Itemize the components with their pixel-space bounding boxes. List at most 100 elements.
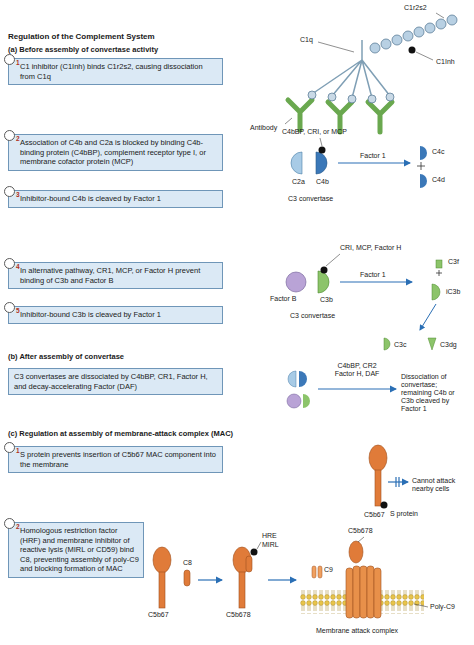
part-label: Membrane attack complex xyxy=(316,627,398,635)
c3-convertase-symbol xyxy=(303,394,310,408)
s-protein-dot xyxy=(381,502,388,509)
c5b67-symbol xyxy=(159,572,165,608)
part-label: C5b678 xyxy=(348,527,373,535)
step-text: Inhibitor-bound C3b is cleaved by Factor… xyxy=(9,307,222,323)
part-label: Factor 1 xyxy=(360,271,386,279)
part-label: C1r2s2 xyxy=(404,4,427,12)
c1r2s2-chain xyxy=(425,23,435,33)
callout-number: 1 xyxy=(4,442,15,453)
leader-line xyxy=(285,13,444,124)
c3-convertase-symbol xyxy=(287,371,310,408)
section-heading: (c) Regulation at assembly of membrane-a… xyxy=(8,429,233,438)
blocked-arrow xyxy=(398,477,399,487)
part-label: C5b67 xyxy=(148,611,169,619)
callout-number: 2 xyxy=(4,518,15,529)
callout-number: 4 xyxy=(4,258,15,269)
antibody-symbol xyxy=(328,102,352,132)
step-box: C1 inhibitor (C1Inh) binds C1r2s2, causi… xyxy=(8,58,223,85)
inhibitor-dot xyxy=(319,147,326,154)
part-label: C1q xyxy=(300,36,313,44)
part-label: C4d xyxy=(432,176,445,184)
c3-fragments xyxy=(428,338,436,350)
part-label: C2a xyxy=(292,178,305,186)
part-label: Dissociation of convertase; remaining C4… xyxy=(401,373,469,413)
callout-text: 1 xyxy=(5,55,20,70)
c1q-heads xyxy=(328,93,336,101)
step-text: C3 convertases are dissociated by C4bBP,… xyxy=(9,369,222,394)
c4-fragments xyxy=(420,146,427,160)
c5b67-symbol xyxy=(153,547,171,573)
c3-fragments xyxy=(436,260,442,268)
c1r2s2-chain xyxy=(403,31,413,41)
c9-symbol xyxy=(318,566,322,578)
step-text: C1 inhibitor (C1Inh) binds C1r2s2, causi… xyxy=(9,59,222,84)
c1r2s2-chain xyxy=(447,15,457,25)
c5b67-symbol xyxy=(375,470,381,506)
part-label: C5b67 xyxy=(364,511,385,519)
step-text: In alternative pathway, CR1, MCP, or Fac… xyxy=(9,263,222,288)
cleavage-arrow xyxy=(420,304,436,330)
callout-text: 2 xyxy=(5,131,20,146)
part-label: C8 xyxy=(183,559,192,567)
part-label: S protein xyxy=(390,510,418,518)
step-box: Inhibitor-bound C4b is cleaved by Factor… xyxy=(8,190,223,208)
antibody-symbol xyxy=(288,100,392,132)
callout-text: 2 xyxy=(5,519,20,534)
poly-c9-pore xyxy=(346,541,381,618)
poly-c9-pore xyxy=(346,568,353,618)
step-text: Association of C4b and C2a is blocked by… xyxy=(9,135,222,170)
c1q-symbol xyxy=(361,40,363,60)
step-text: S protein prevents insertion of C5b67 MA… xyxy=(9,447,222,472)
c1r2s2-chain xyxy=(436,19,446,29)
poly-c9-pore xyxy=(360,566,367,618)
cleavage-arrow xyxy=(338,162,410,163)
antibody-symbol xyxy=(288,100,312,130)
c1r2s2-chain xyxy=(381,39,391,49)
step-box: Inhibitor-bound C3b is cleaved by Factor… xyxy=(8,306,223,324)
inhibitor-dot xyxy=(321,267,328,274)
callout-number: 5 xyxy=(4,302,15,313)
c1inh-dot xyxy=(409,47,416,54)
c9-symbol xyxy=(312,566,316,578)
leader-line xyxy=(416,52,433,60)
blocked-arrow xyxy=(388,477,408,487)
c1q-heads xyxy=(308,91,394,103)
blocked-arrow xyxy=(395,477,396,487)
part-label: C3b xyxy=(320,296,333,304)
part-label: C3c xyxy=(394,341,406,349)
c4-fragments xyxy=(417,146,427,188)
part-label: Factor 1 xyxy=(360,152,386,160)
c3-convertase-symbol xyxy=(316,152,327,174)
step-box: C3 convertases are dissociated by C4bBP,… xyxy=(8,368,223,395)
part-label: C1Inh xyxy=(436,58,455,66)
c4-fragments xyxy=(417,162,425,170)
part-label: Cannot attack nearby cells xyxy=(412,477,470,493)
part-label: C4b xyxy=(316,178,329,186)
step-box: S protein prevents insertion of C5b67 MA… xyxy=(8,446,223,473)
section-heading: (b) After assembly of convertase xyxy=(8,352,124,361)
part-label: C9 xyxy=(324,566,333,574)
c3-fragments xyxy=(432,284,440,300)
callout-text: 3 xyxy=(5,187,20,202)
step-box: Homologous restriction factor (HRF) and … xyxy=(8,522,144,578)
section-heading: (a) Before assembly of convertase activi… xyxy=(8,45,158,54)
part-label: MIRL xyxy=(262,541,279,549)
diagram-title: Regulation of the Complement System xyxy=(8,32,155,42)
leader-line xyxy=(318,42,354,52)
callout-number: 1 xyxy=(4,54,15,65)
c5b678-symbol xyxy=(233,547,252,608)
c1q-symbol xyxy=(312,60,390,98)
c5b67-symbol xyxy=(369,445,387,506)
leader-line xyxy=(326,254,340,266)
part-label: C3 convertase xyxy=(290,312,335,320)
c1r2s2-chain xyxy=(414,27,424,37)
c1q-heads xyxy=(348,95,356,103)
c3-convertase-symbol xyxy=(287,394,301,408)
c1r2s2-chain xyxy=(392,35,402,45)
c5b67-symbol xyxy=(153,547,171,608)
inhibitor-dot xyxy=(251,549,258,556)
c1r2s2-chain xyxy=(370,15,457,53)
c3-convertase-symbol xyxy=(291,152,302,174)
part-label: C3dg xyxy=(440,341,457,349)
